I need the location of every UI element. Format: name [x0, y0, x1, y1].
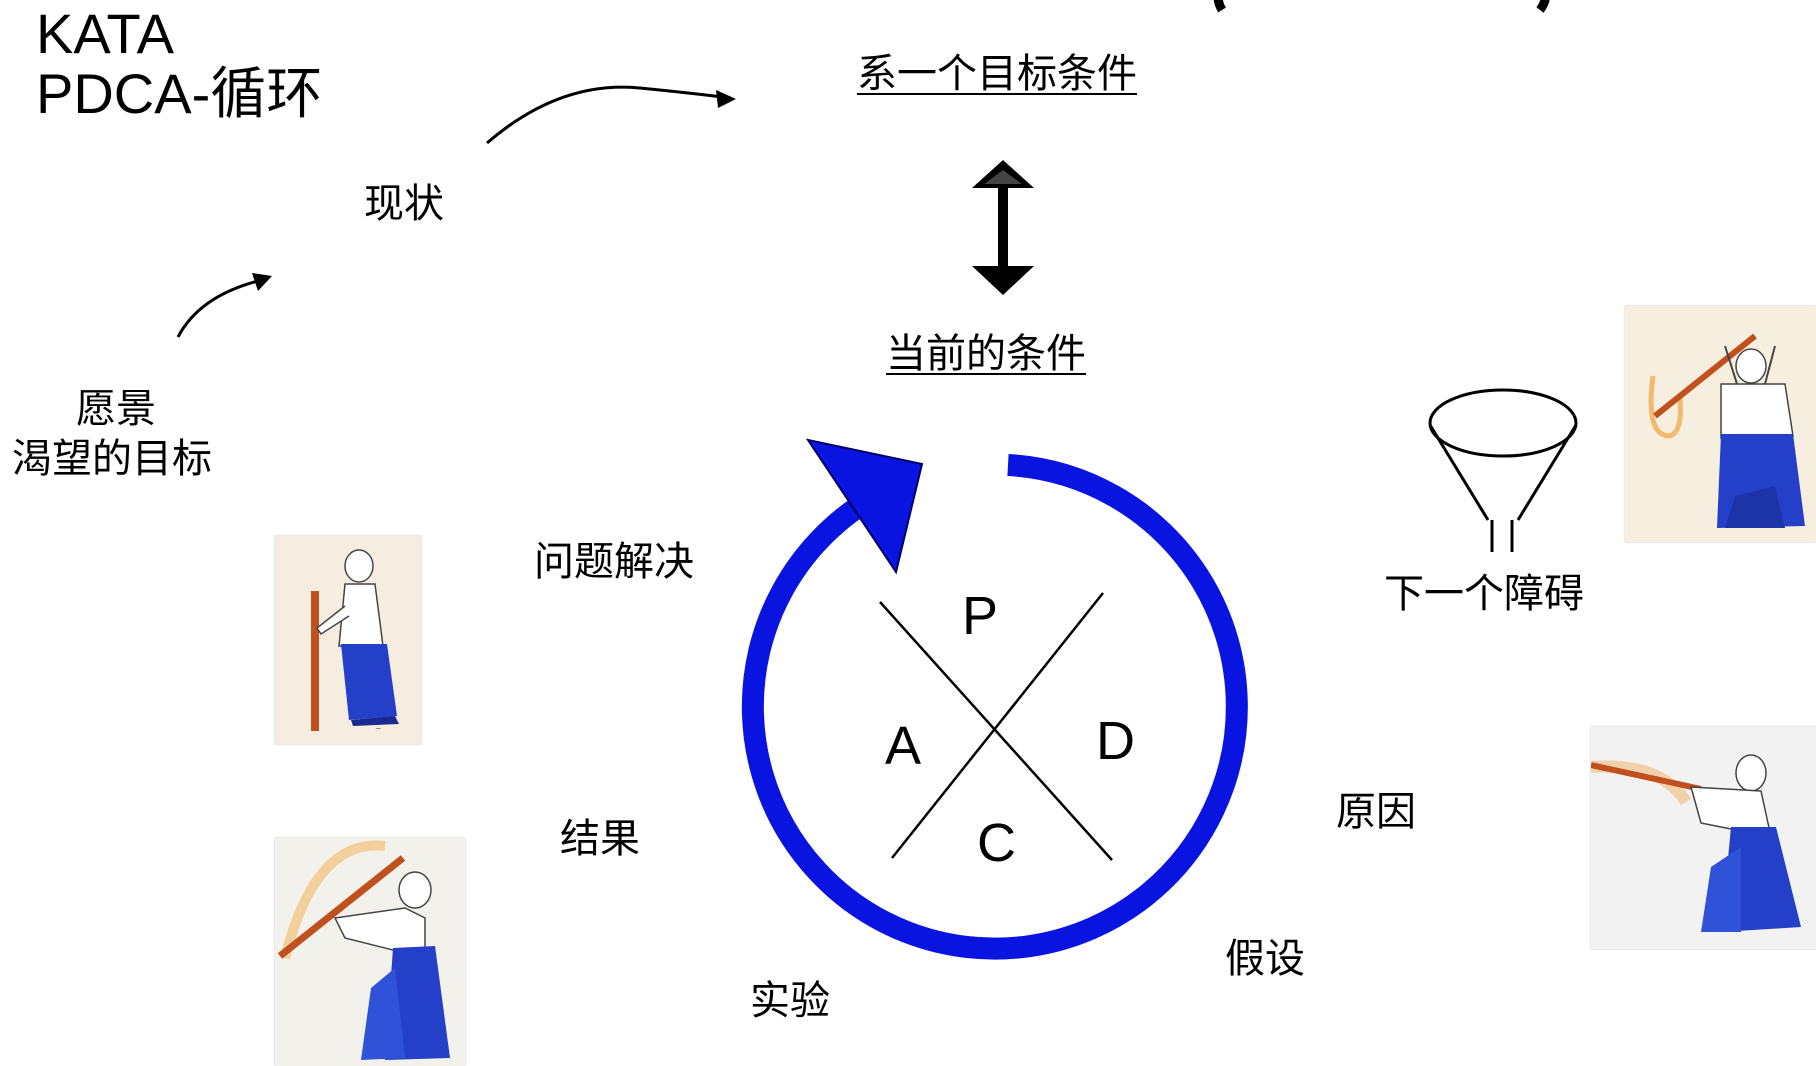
pdca-divider-line-1 — [879, 601, 1113, 861]
pdca-letter-d: D — [1096, 711, 1135, 771]
hypothesis-label: 假设 — [1225, 936, 1305, 982]
funnel-icon — [1428, 388, 1578, 552]
title-kata: KATA — [36, 2, 174, 65]
figure-standing-drawing: ~ — [311, 549, 399, 733]
figure-swing-drawing — [277, 840, 450, 1060]
cropped-bracket-right — [1536, 0, 1550, 13]
cropped-bracket-left — [1213, 0, 1227, 13]
cycle-arrow-icon — [741, 438, 1248, 960]
kata-figure-standing-image: ~ — [275, 536, 421, 744]
svg-text:~: ~ — [375, 724, 382, 733]
cause-label: 原因 — [1336, 789, 1416, 835]
title-pdca-cycle: PDCA-循环 — [36, 62, 323, 125]
experiment-label: 实验 — [750, 978, 830, 1024]
next-obstacle-label: 下一个障碍 — [1384, 571, 1584, 617]
desired-goal-label: 渴望的目标 — [12, 436, 212, 482]
curved-arrow-to-target — [486, 85, 731, 145]
figure-overhead-drawing — [1648, 333, 1805, 528]
curved-arrow-to-current-state — [176, 278, 263, 338]
arrowhead-to-current-state — [252, 273, 272, 291]
vision-label: 愿景 — [76, 386, 156, 432]
pdca-letter-c: C — [977, 813, 1016, 873]
problem-solving-label: 问题解决 — [534, 539, 694, 585]
pdca-letter-a: A — [885, 716, 922, 776]
kata-figure-swing-image — [275, 838, 465, 1066]
pdca-divider-line-2 — [891, 592, 1104, 859]
pdca-letter-p: P — [962, 586, 999, 646]
target-condition-label: 系一个目标条件 — [857, 51, 1137, 97]
double-arrow-icon — [972, 160, 1034, 295]
figure-thrust-drawing — [1591, 754, 1801, 932]
current-state-label: 现状 — [364, 181, 444, 227]
kata-figure-thrust-image — [1591, 727, 1816, 949]
current-condition-label: 当前的条件 — [886, 331, 1086, 377]
kata-figure-overhead-image — [1625, 306, 1816, 542]
result-label: 结果 — [560, 816, 640, 862]
arrowhead-to-target — [716, 90, 736, 108]
